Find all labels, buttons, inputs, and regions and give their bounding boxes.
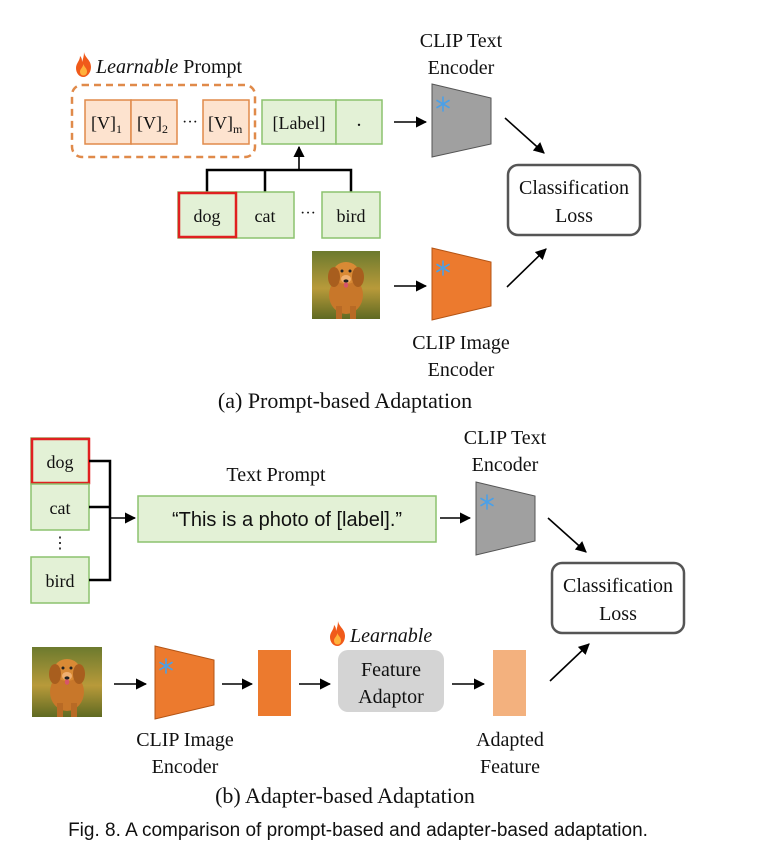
text-prompt-box [137,495,437,543]
clip-text-encoder-b [475,481,536,556]
class-box-cat [30,483,90,531]
image-encoder-label-b-line2: Encoder [152,756,219,778]
text-prompt-label: Text Prompt [226,464,326,486]
class-label-bird: bird [337,206,366,226]
classification-loss-box-b [550,561,686,635]
class-label-dog: dog [194,206,221,226]
loss-label-a-line2: Loss [555,205,593,227]
snowflake-icon [436,96,450,112]
token-v2: [V]2 [137,113,168,136]
text-encoder-label-b-line1: CLIP Text [464,427,547,449]
panel-b: dog cat bird ⋮ Text Prompt “This is a ph… [30,427,686,808]
class-tree-connector [205,168,353,192]
text-encoder-label-a-line1: CLIP Text [420,30,503,52]
period-token-box [335,99,383,145]
snowflake-icon [480,494,494,510]
dog-image [312,251,380,319]
feature-adaptor-box [338,650,444,712]
dog-image [32,647,102,717]
image-encoder-to-loss-arrow [506,248,547,288]
clip-image-encoder-b [154,645,215,720]
label-token-box [261,99,337,145]
adaptor-label-line2: Adaptor [358,686,424,708]
token-vm: [V]m [208,113,243,136]
text-encoder-label-b-line2: Encoder [472,454,539,476]
text-encoder-to-loss-arrow [547,517,587,553]
token-vm-box [202,99,250,145]
flame-icon [330,621,345,646]
class-box-bird [321,191,381,239]
token-ellipsis: ··· [182,114,198,131]
text-prompt: “This is a photo of [label].” [172,509,402,531]
image-encoder-label-a-line2: Encoder [428,359,495,381]
snowflake-icon [436,260,450,276]
image-encoder-label-b-line1: CLIP Image [136,729,234,751]
adapted-label-line2: Feature [480,756,540,778]
panel-a-caption: (a) Prompt-based Adaptation [218,388,472,413]
class-bracket-connector [89,459,112,582]
snowflake-icon [159,658,173,674]
image-feature-block [258,650,291,716]
loss-label-b-line2: Loss [599,603,637,625]
text-encoder-to-loss-arrow [504,117,545,154]
label-token: [Label] [273,113,326,133]
clip-image-encoder-a [431,247,492,321]
image-encoder-label-a-line1: CLIP Image [412,332,510,354]
learnable-label: Learnable [349,625,432,647]
figure-caption: Fig. 8. A comparison of prompt-based and… [68,820,648,841]
panel-b-caption: (b) Adapter-based Adaptation [215,783,475,808]
adapted-label-line1: Adapted [476,729,544,751]
class-ellipsis: ⋮ [52,535,68,552]
loss-label-a-line1: Classification [519,177,629,199]
period-token: . [357,109,362,131]
token-v1: [V]1 [91,113,122,136]
text-encoder-label-a-line2: Encoder [428,57,495,79]
loss-label-b-line1: Classification [563,575,673,597]
learnable-prompt-label: Learnable Prompt [95,56,243,78]
classification-loss-box-a [506,163,642,237]
flame-icon [76,52,91,77]
class-ellipsis: ··· [300,205,316,222]
class-label-bird: bird [46,571,75,591]
class-label-cat: cat [255,206,276,226]
class-box-bird [30,556,90,604]
learnable-prompt-dashed-box [70,83,257,159]
class-label-cat: cat [50,498,71,518]
adapted-feature-block [493,650,526,716]
clip-text-encoder-a [431,83,492,158]
class-box-dog [30,437,90,485]
panel-a: Learnable Prompt [V]1 [V]2 [V]m ··· [Lab… [70,30,642,413]
class-label-dog: dog [47,452,74,472]
adapted-to-loss-arrow [549,643,590,682]
token-v2-box [130,99,178,145]
adaptor-label-line1: Feature [361,659,421,681]
class-box-cat [235,191,295,239]
selected-class-highlight [177,191,238,239]
